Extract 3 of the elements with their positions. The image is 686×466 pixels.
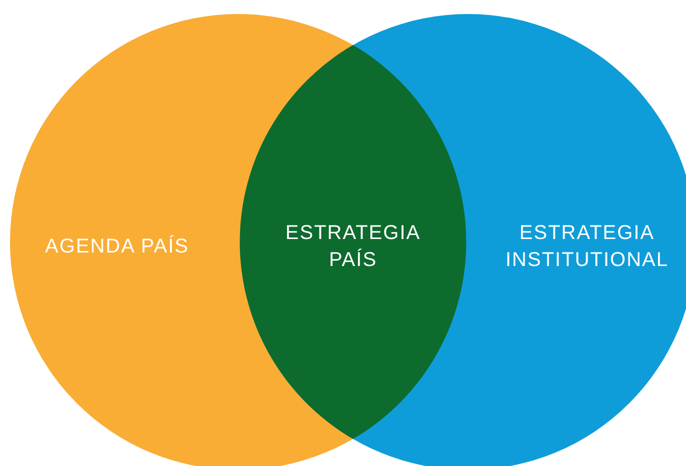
region-label: ESTRATEGIA PAÍS [284,221,422,273]
region-label: ESTRATEGIA INSTITUTIONAL [504,221,670,273]
region-label: AGENDA PAÍS [44,234,190,260]
